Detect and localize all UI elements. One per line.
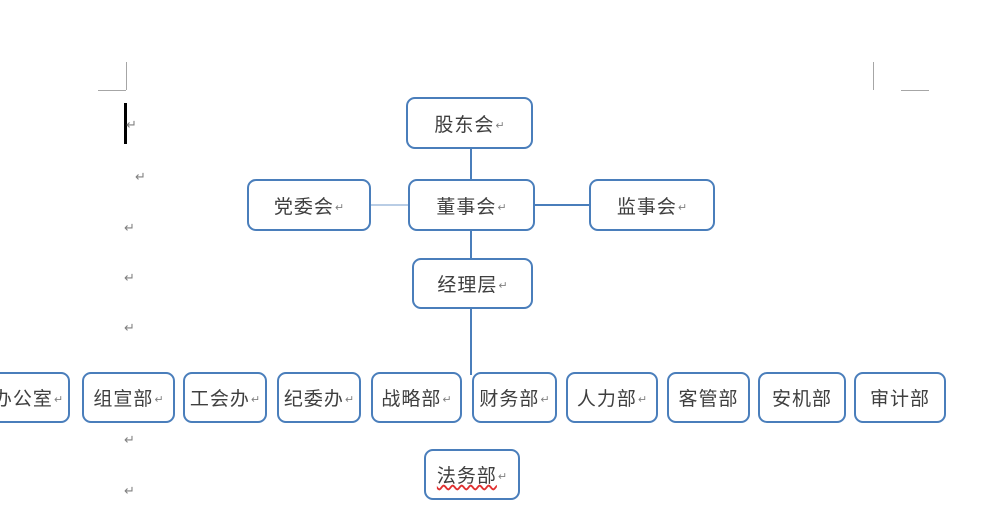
margin-mark-horizontal-arm <box>901 90 929 91</box>
org-box-audit[interactable]: 审计部 <box>854 372 946 423</box>
paragraph-mark-icon: ↵ <box>124 433 135 448</box>
paragraph-mark-icon: ↵ <box>497 470 508 483</box>
paragraph-mark-icon: ↵ <box>124 221 135 236</box>
paragraph-mark-icon: ↵ <box>126 118 137 133</box>
org-box-management[interactable]: 经理层↵ <box>412 258 533 309</box>
connector-line-board-to-management <box>470 231 472 258</box>
text-cursor-caret <box>124 103 127 144</box>
paragraph-mark-icon: ↵ <box>344 393 355 406</box>
org-box-label: 财务部 <box>479 389 540 410</box>
margin-mark-vertical-arm <box>873 62 874 90</box>
margin-mark-vertical-arm <box>126 62 127 90</box>
org-box-org-publicity[interactable]: 组宣部↵ <box>82 372 175 423</box>
org-box-union[interactable]: 工会办↵ <box>183 372 267 423</box>
org-box-label: 股东会 <box>434 114 495 136</box>
paragraph-mark-icon: ↵ <box>497 200 507 214</box>
org-box-shareholders[interactable]: 股东会↵ <box>406 97 533 149</box>
paragraph-mark-icon: ↵ <box>495 118 505 132</box>
org-box-supervisors[interactable]: 监事会↵ <box>589 179 715 231</box>
org-box-safety-machine[interactable]: 安机部 <box>758 372 846 423</box>
paragraph-mark-icon: ↵ <box>53 393 64 406</box>
paragraph-mark-icon: ↵ <box>250 393 261 406</box>
org-box-label: 经理层 <box>437 275 498 296</box>
org-box-board[interactable]: 董事会↵ <box>408 179 535 231</box>
org-box-strategy[interactable]: 战略部↵ <box>371 372 462 423</box>
paragraph-mark-icon: ↵ <box>334 200 345 214</box>
paragraph-mark-icon: ↵ <box>637 393 648 406</box>
connector-line-party-to-board <box>371 204 408 206</box>
paragraph-mark-icon: ↵ <box>154 393 164 406</box>
paragraph-mark-icon: ↵ <box>135 170 146 185</box>
paragraph-mark-icon: ↵ <box>124 484 135 499</box>
org-box-label: 战略部 <box>381 389 442 410</box>
paragraph-mark-icon: ↵ <box>442 393 452 406</box>
org-box-label: 人力部 <box>576 389 637 410</box>
org-box-label: 组宣部 <box>93 389 154 410</box>
paragraph-mark-icon: ↵ <box>540 393 550 406</box>
org-box-label: 董事会 <box>436 196 497 218</box>
org-box-finance[interactable]: 财务部↵ <box>472 372 557 423</box>
connector-line-shareholders-to-board <box>470 149 472 179</box>
org-box-label: 审计部 <box>869 389 930 410</box>
org-box-label: 办公室 <box>0 389 53 410</box>
org-box-party[interactable]: 党委会↵ <box>247 179 371 231</box>
org-box-label: 党委会 <box>273 196 334 218</box>
org-box-label: 监事会 <box>616 196 677 218</box>
org-box-discipline[interactable]: 纪委办↵ <box>277 372 361 423</box>
org-box-label: 客管部 <box>678 389 739 410</box>
org-box-human-resources[interactable]: 人力部↵ <box>566 372 658 423</box>
connector-line-management-to-depts <box>470 309 472 375</box>
org-box-label: 纪委办 <box>283 389 344 410</box>
connector-line-board-to-supervisors <box>535 204 589 206</box>
org-box-office[interactable]: 办公室↵ <box>0 372 70 423</box>
org-box-legal[interactable]: 法务部↵ <box>424 449 520 500</box>
paragraph-mark-icon: ↵ <box>124 271 135 286</box>
org-box-label: 工会办 <box>189 389 250 410</box>
org-box-customer-mgmt[interactable]: 客管部 <box>667 372 750 423</box>
paragraph-mark-icon: ↵ <box>498 279 508 292</box>
paragraph-mark-icon: ↵ <box>677 200 688 214</box>
org-box-label: 法务部 <box>436 466 497 487</box>
org-box-label: 安机部 <box>771 389 832 410</box>
margin-mark-horizontal-arm <box>98 90 126 91</box>
paragraph-mark-icon: ↵ <box>124 321 135 336</box>
